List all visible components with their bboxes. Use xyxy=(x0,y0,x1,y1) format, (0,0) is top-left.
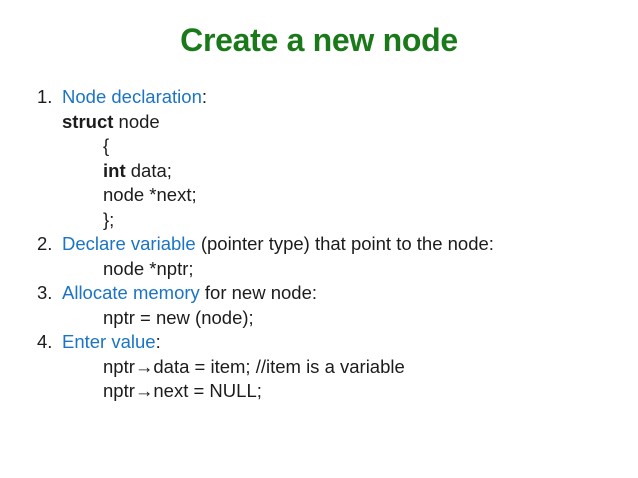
code-line-nptr-next: nptr→next = NULL; xyxy=(0,379,638,404)
list-item-2: 2. Declare variable (pointer type) that p… xyxy=(0,232,638,257)
list-number: 2. xyxy=(37,233,53,254)
code-line-struct: struct node xyxy=(0,110,638,135)
list-item-4: 4. Enter value: xyxy=(0,330,638,355)
highlight-enter-value: Enter value xyxy=(62,331,156,352)
code-text: node *nptr; xyxy=(103,257,194,279)
code-text: node *next; xyxy=(103,184,197,205)
code-text: data; xyxy=(125,159,172,181)
list-number: 4. xyxy=(37,331,53,352)
code-line-node-nptr: node *nptr; xyxy=(0,257,638,282)
plain-text: for new node: xyxy=(199,282,318,303)
plain-text: : xyxy=(201,86,208,107)
keyword-struct: struct xyxy=(62,110,114,132)
code-text: nptr = new (node); xyxy=(103,306,254,328)
list-number: 1. xyxy=(37,86,53,107)
list-item-1: 1. Node declaration: xyxy=(0,85,638,110)
code-text: { xyxy=(103,135,110,156)
plain-text: (pointer type) that point to the node: xyxy=(195,233,494,254)
slide-title: Create a new node xyxy=(180,22,458,58)
highlight-declare-variable: Declare variable xyxy=(62,233,196,254)
plain-text: : xyxy=(155,331,161,352)
list-number: 3. xyxy=(37,282,53,303)
code-line-int-data: int data; xyxy=(0,159,638,184)
code-text: nptr→data = item; //item is a variable xyxy=(103,355,405,377)
code-line-nptr-data: nptr→data = item; //item is a variable xyxy=(0,355,638,380)
code-line-open-brace: { xyxy=(0,134,638,159)
list-item-3: 3. Allocate memory for new node: xyxy=(0,281,638,306)
code-line-nptr-new: nptr = new (node); xyxy=(0,306,638,331)
keyword-int: int xyxy=(103,159,126,181)
code-line-close-brace: }; xyxy=(0,208,638,233)
code-text: nptr→next = NULL; xyxy=(103,380,262,401)
code-text: }; xyxy=(103,208,115,230)
slide-body: 1. Node declaration: struct node { int da… xyxy=(0,85,638,404)
highlight-node-declaration: Node declaration xyxy=(62,86,202,107)
highlight-allocate-memory: Allocate memory xyxy=(62,282,200,303)
code-line-node-next: node *next; xyxy=(0,183,638,208)
code-text: node xyxy=(113,110,160,132)
